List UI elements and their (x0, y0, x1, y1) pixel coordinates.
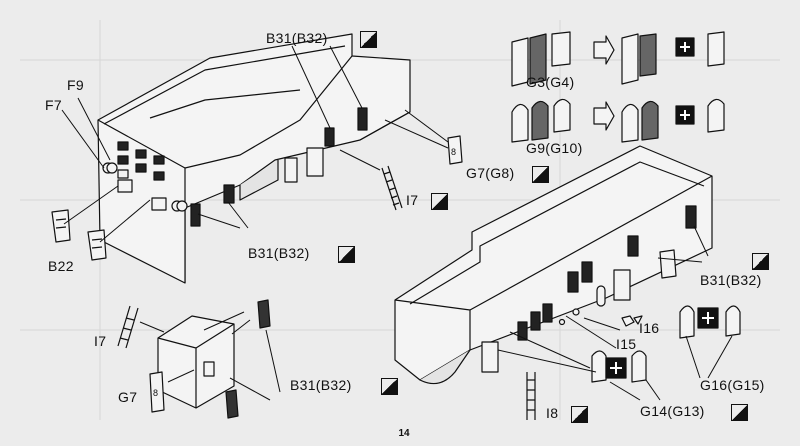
label-i8: I8 (546, 405, 559, 421)
door-sequence-g9 (511, 98, 725, 143)
small-building (157, 315, 235, 409)
ladder-i7-top (381, 165, 403, 211)
right-building-details (481, 269, 631, 373)
label-f9: F9 (67, 77, 84, 93)
label-g14: G14(G13) (640, 403, 705, 419)
label-f7: F7 (45, 97, 62, 113)
label-g9: G9(G10) (526, 140, 583, 156)
small-building-parts: 8 (149, 299, 271, 419)
left-building-windows (117, 107, 368, 227)
label-b31-top: B31(B32) (266, 30, 328, 46)
svg-text:8: 8 (153, 388, 158, 398)
door-sequence-g3 (511, 31, 725, 87)
label-g7: G7 (118, 389, 138, 405)
paint-symbol-g7g8 (532, 166, 549, 183)
label-g3: G3(G4) (526, 74, 575, 90)
paint-symbol-g14 (731, 404, 748, 421)
leader-lines-small (139, 311, 281, 401)
svg-text:8: 8 (451, 147, 456, 157)
paint-symbol-b31-right (752, 253, 769, 270)
label-i7-top: I7 (406, 192, 419, 208)
label-b31-right: B31(B32) (700, 272, 762, 288)
label-g7g8: G7(G8) (466, 165, 515, 181)
label-b22: B22 (48, 258, 74, 274)
leader-lines-left (61, 45, 449, 243)
g7-door-part: 8 (447, 135, 463, 165)
label-i7-bottom: I7 (94, 333, 107, 349)
right-building (394, 145, 713, 385)
right-loose-parts (591, 249, 741, 383)
b22-parts (51, 209, 107, 261)
paint-symbol-b31-bottom (381, 378, 398, 395)
page-number: 14 (398, 428, 410, 439)
paint-symbol-b31-top (360, 31, 377, 48)
label-i15: I15 (616, 336, 637, 352)
paint-symbol-b31-mid (338, 246, 355, 263)
label-i16: I16 (639, 320, 660, 336)
leader-lines-right (497, 225, 733, 401)
paint-symbol-i7-top (431, 193, 448, 210)
label-g16: G16(G15) (700, 377, 765, 393)
label-b31-mid: B31(B32) (248, 245, 310, 261)
paint-symbol-i8 (571, 406, 588, 423)
ladder-i8 (526, 372, 536, 420)
ladder-i7-bottom (117, 305, 139, 349)
right-building-windows (517, 205, 697, 341)
label-b31-bottom: B31(B32) (290, 377, 352, 393)
